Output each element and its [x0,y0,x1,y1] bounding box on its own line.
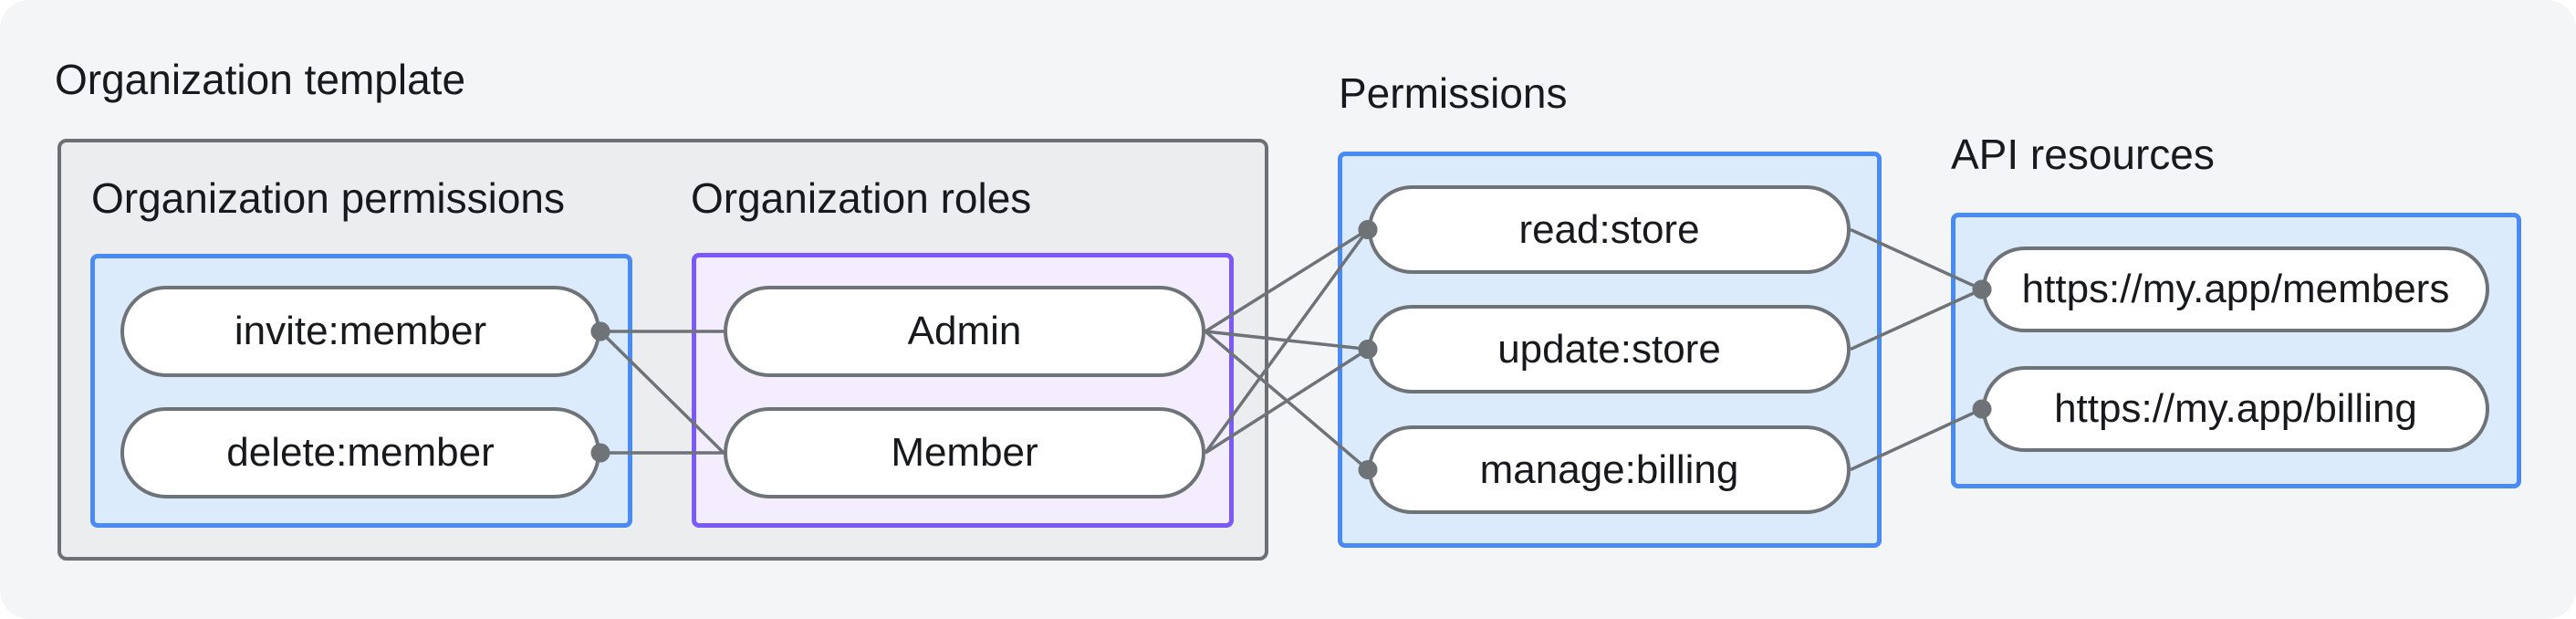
node-update-store: update:store [1368,305,1851,393]
heading-organization-template: Organization template [55,56,466,103]
node-api-members: https://my.app/members [1982,247,2489,332]
node-manage-billing: manage:billing [1368,425,1851,514]
node-member: Member [724,407,1205,498]
heading-organization-roles: Organization roles [691,174,1032,222]
node-delete-member: delete:member [120,407,600,498]
node-invite-member: invite:member [120,286,600,377]
heading-api-resources: API resources [1951,131,2215,178]
node-read-store: read:store [1368,185,1851,274]
heading-organization-permissions: Organization permissions [91,174,566,222]
heading-permissions: Permissions [1339,69,1568,117]
node-admin: Admin [724,286,1205,377]
node-api-billing: https://my.app/billing [1982,366,2489,452]
